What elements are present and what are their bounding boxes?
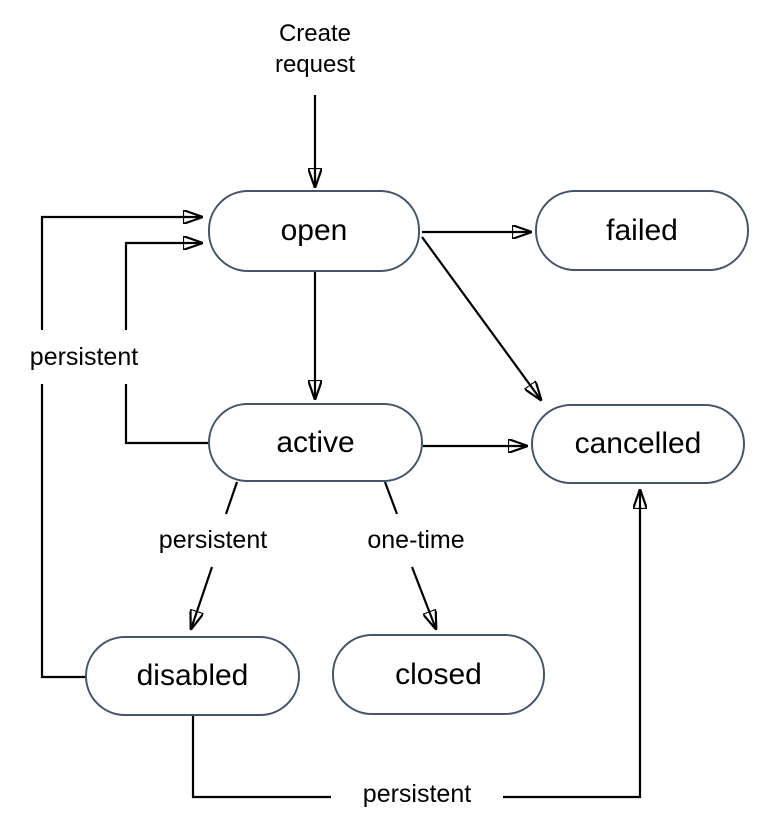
- node-failed-label: failed: [606, 213, 678, 247]
- node-cancelled: cancelled: [531, 404, 745, 484]
- node-closed: closed: [332, 634, 545, 715]
- label-create-request: Create request: [235, 17, 395, 81]
- node-disabled: disabled: [85, 636, 300, 716]
- node-active: active: [208, 403, 423, 482]
- node-open-label: open: [280, 214, 348, 247]
- label-persistent-left: persistent: [22, 330, 146, 384]
- edge-active-to-closed: [410, 566, 436, 629]
- edge-active-to-closed-stub: [383, 481, 399, 515]
- edge-open-to-cancelled: [421, 236, 541, 400]
- node-cancelled-label: cancelled: [574, 427, 702, 460]
- label-persistent-bottom: persistent: [331, 773, 503, 815]
- label-one-time: one-time: [355, 522, 477, 558]
- label-persistent-mid: persistent: [148, 522, 278, 558]
- edge-active-to-disabled-stub: [224, 481, 239, 515]
- node-open: open: [208, 190, 420, 272]
- node-closed-label: closed: [395, 657, 482, 691]
- edge-disabled-to-open: [40, 217, 202, 679]
- node-active-label: active: [276, 425, 355, 459]
- edge-active-to-disabled: [191, 566, 214, 629]
- node-disabled-label: disabled: [136, 659, 249, 692]
- node-failed: failed: [535, 190, 749, 271]
